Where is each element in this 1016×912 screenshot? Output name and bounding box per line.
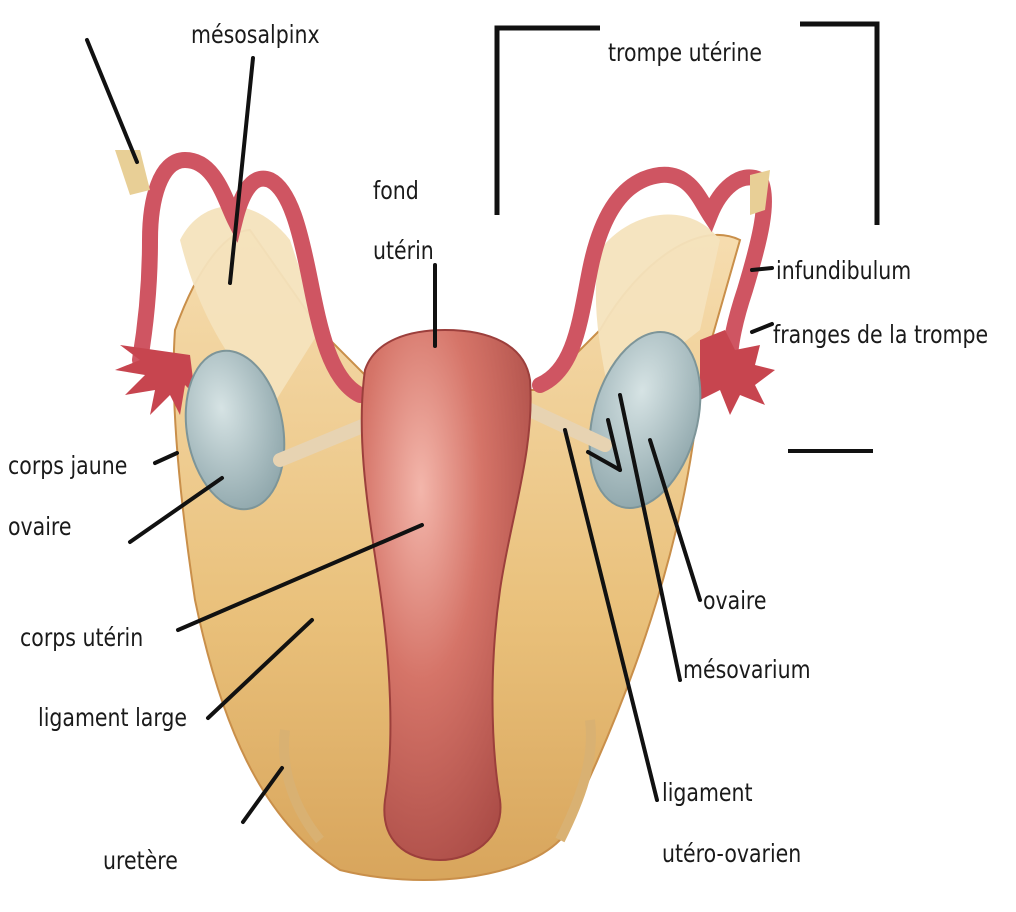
label-ligament-line1: ligament	[662, 780, 753, 805]
label-fond-line1: fond	[373, 178, 419, 203]
label-mesovarium: mésovarium	[683, 657, 811, 682]
label-corps-uterin: corps utérin	[20, 625, 143, 650]
leader-infundibulum	[752, 268, 772, 270]
label-ovaire-right: ovaire	[703, 588, 767, 613]
label-mesosalpinx: mésosalpinx	[191, 22, 320, 47]
label-uretere: uretère	[103, 848, 178, 873]
label-corps-jaune: corps jaune	[8, 453, 127, 478]
leader-franges	[752, 324, 772, 332]
leader-tube-top-left	[87, 40, 137, 162]
label-fond-line2: utérin	[373, 238, 434, 263]
label-ligament-large: ligament large	[38, 705, 187, 730]
label-trompe-uterine: trompe utérine	[608, 40, 762, 65]
label-ovaire-left: ovaire	[8, 514, 72, 539]
left-tube-stub	[115, 150, 150, 195]
label-franges: franges de la trompe	[773, 322, 988, 347]
label-ligament-line2: utéro-ovarien	[662, 841, 801, 866]
label-infundibulum: infundibulum	[776, 258, 911, 283]
leader-corps-jaune	[155, 453, 177, 463]
